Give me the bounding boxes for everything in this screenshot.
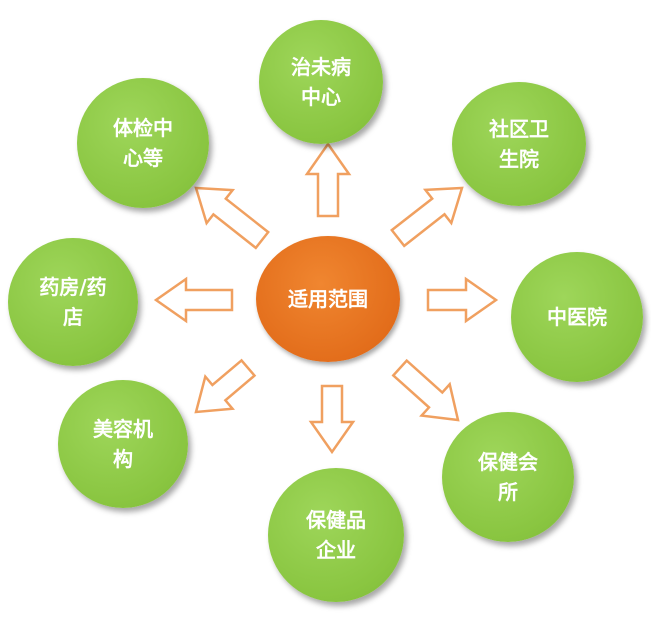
arrow-top-left: [194, 186, 270, 250]
arrow-bottom: [308, 384, 356, 455]
node-top-left: 体检中 心等: [77, 78, 209, 208]
node-left: 药房/药 店: [8, 238, 138, 366]
node-left-label: 药房/药 店: [39, 275, 107, 329]
arrow-bottom-left: [194, 358, 257, 414]
arrow-right: [426, 276, 499, 324]
node-top-right: 社区卫 生院: [452, 82, 586, 206]
node-top-label: 治未病 中心: [291, 55, 351, 109]
arrow-bottom-right: [391, 358, 460, 422]
node-right: 中医院: [511, 252, 643, 382]
node-top: 治未病 中心: [259, 20, 383, 144]
arrow-top-right: [390, 186, 464, 248]
node-top-left-label: 体检中 心等: [113, 116, 173, 170]
arrow-left: [153, 276, 234, 324]
center-node: 适用范围: [256, 236, 400, 362]
arrow-top: [304, 141, 352, 218]
node-bottom-right-label: 保健会 所: [478, 450, 538, 504]
node-bottom-right: 保健会 所: [442, 412, 574, 542]
node-bottom: 保健品 企业: [268, 468, 404, 602]
node-top-right-label: 社区卫 生院: [489, 117, 549, 171]
node-bottom-left: 美容机 构: [58, 380, 188, 508]
center-label: 适用范围: [288, 287, 368, 311]
node-bottom-label: 保健品 企业: [306, 508, 366, 562]
node-bottom-left-label: 美容机 构: [93, 417, 153, 471]
node-right-label: 中医院: [547, 305, 607, 329]
